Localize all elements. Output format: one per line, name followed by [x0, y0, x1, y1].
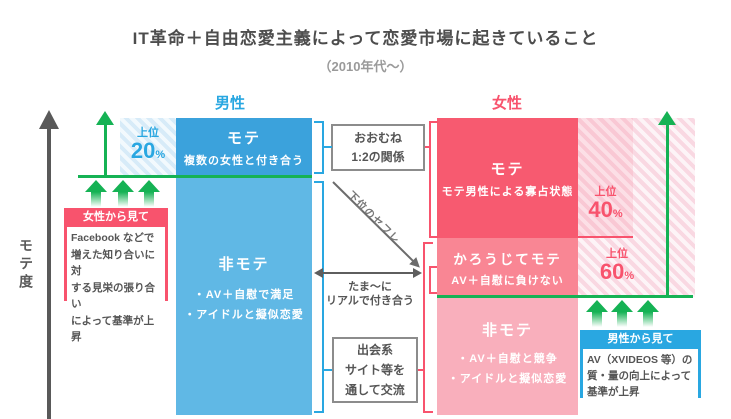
female-mote-title: モテ: [490, 161, 525, 178]
up-arrow-small-icon: [637, 300, 659, 327]
male-mote-bracket: [314, 121, 324, 123]
female-top40-value: 40%: [588, 197, 623, 223]
male-perspective-callout: 男性から見て AV（XVIDEOS 等）の 質・量の向上によって 基準が上昇: [580, 330, 701, 403]
female-karoujite-bracket: [429, 292, 437, 294]
male-top20-label: 上位 20%: [120, 127, 176, 163]
male-himote-item: ・AV＋自慰で満足: [193, 289, 295, 301]
male-mote-title: モテ: [226, 130, 261, 147]
male-himote-item: ・アイドルと擬似恋愛: [184, 309, 304, 321]
male-himote-bracket: [314, 411, 324, 413]
female-top60-label: 上位 60%: [578, 248, 656, 284]
female-mote-bracket: [429, 236, 438, 238]
female-perspective-header: 女性から見て: [83, 211, 149, 223]
lower-sexfriend-label: 下位のセフレ: [344, 189, 403, 247]
female-karoujite-bracket: [429, 266, 437, 268]
female-himote-item: ・アイドルと擬似恋愛: [447, 373, 568, 385]
occasional-dating-arrow: [314, 268, 422, 278]
male-up-arrow-line: [104, 124, 107, 176]
female-lower-bracket-stem: [418, 369, 424, 371]
up-arrow-small-icon: [112, 180, 134, 207]
male-perspective-header: 男性から見て: [607, 333, 674, 345]
female-top60-rank: 上位: [606, 248, 628, 260]
female-mote-desc: モテ男性による寡占状態: [441, 186, 574, 198]
male-mote-bracket: [322, 121, 324, 174]
male-himote-box: 非モテ ・AV＋自慰で満足 ・アイドルと擬似恋愛: [176, 177, 312, 415]
relation-ratio-box: おおむね 1:2の関係: [331, 124, 425, 171]
mote-axis-line: [47, 128, 51, 419]
female-himote-item: ・AV＋自慰と競争: [457, 353, 558, 365]
female-karoujite-title: かろうじてモテ: [453, 251, 562, 267]
female-karoujite-bracket: [429, 266, 431, 294]
occasional-dating-label: リアルで付き合う: [326, 295, 414, 307]
male-top20-hatch-zone: [120, 118, 176, 177]
page-subtitle: （2010年代～）: [318, 59, 413, 74]
female-top-hatch-zone: [578, 118, 695, 297]
up-arrow-small-icon: [85, 180, 107, 207]
male-himote-title: 非モテ: [218, 256, 270, 273]
female-column-header: 女性: [491, 95, 522, 112]
female-top40-rank: 上位: [594, 186, 617, 198]
dating-site-line: 出会系: [356, 343, 393, 357]
female-lower-bracket: [423, 242, 433, 244]
female-lower-bracket: [423, 242, 425, 413]
female-mote-bracket: [429, 121, 431, 238]
female-up-arrow-line: [666, 124, 669, 296]
male-perspective-body: AV（XVIDEOS 等）の 質・量の向上によって 基準が上昇: [583, 349, 698, 403]
female-mote-bracket-stem: [425, 146, 430, 148]
female-perspective-callout: 女性から見て Facebook などで 増えた知り合いに対 する見栄の張り合い …: [64, 208, 168, 349]
female-top40-divider-line: [578, 236, 633, 238]
female-top60-value: 60%: [599, 259, 635, 285]
male-top20-value: 20%: [130, 138, 166, 164]
up-arrow-small-icon: [586, 300, 608, 327]
relation-ratio-line: 1:2の関係: [351, 149, 405, 164]
male-himote-bracket: [322, 181, 324, 413]
male-threshold-line: [78, 175, 312, 178]
female-perspective-body: Facebook などで 増えた知り合いに対 する見栄の張り合い によって基準が…: [67, 227, 165, 349]
dating-site-line: 通して交流: [345, 383, 405, 397]
male-mote-desc: 複数の女性と付き合う: [184, 155, 304, 167]
arrowhead-right-icon: [413, 268, 422, 278]
male-up-arrow-icon: [96, 111, 114, 125]
female-up-arrow-icon: [658, 111, 676, 125]
female-mote-box: モテ モテ男性による寡占状態: [437, 118, 578, 238]
mote-axis-arrowhead-icon: [39, 110, 59, 129]
up-arrow-small-icon: [138, 180, 160, 207]
relation-ratio-line: おおむね: [353, 130, 402, 145]
dating-site-box: 出会系 サイト等を 通して交流: [332, 337, 418, 403]
female-himote-box: 非モテ ・AV＋自慰と競争 ・アイドルと擬似恋愛: [437, 297, 578, 415]
female-karoujite-desc: AV＋自慰に負けない: [451, 274, 564, 287]
male-mote-bracket: [314, 172, 324, 174]
arrowhead-left-icon: [314, 268, 323, 278]
female-mote-bracket: [429, 121, 438, 123]
female-himote-title: 非モテ: [481, 322, 533, 339]
mote-axis-label: モテ度: [18, 238, 34, 292]
female-threshold-line: [437, 295, 693, 298]
female-karoujite-box: かろうじてモテ AV＋自慰に負けない: [437, 238, 578, 297]
female-lower-bracket: [423, 411, 433, 413]
dating-site-line: サイト等を: [344, 363, 405, 377]
female-top40-label: 上位 40%: [578, 186, 633, 222]
male-himote-bracket-stem: [324, 369, 332, 371]
male-mote-box: モテ 複数の女性と付き合う: [176, 118, 312, 177]
male-column-header: 男性: [214, 95, 245, 112]
male-himote-bracket: [314, 181, 324, 183]
male-top20-rank: 上位: [137, 127, 159, 139]
female-top40-hatch-overlay: [578, 118, 633, 238]
male-mote-bracket-stem: [324, 146, 332, 148]
occasional-dating-label: たま～に: [348, 281, 392, 293]
up-arrow-small-icon: [611, 300, 633, 327]
page-title: IT革命＋自由恋愛主義によって恋愛市場に起きていること: [132, 29, 599, 48]
